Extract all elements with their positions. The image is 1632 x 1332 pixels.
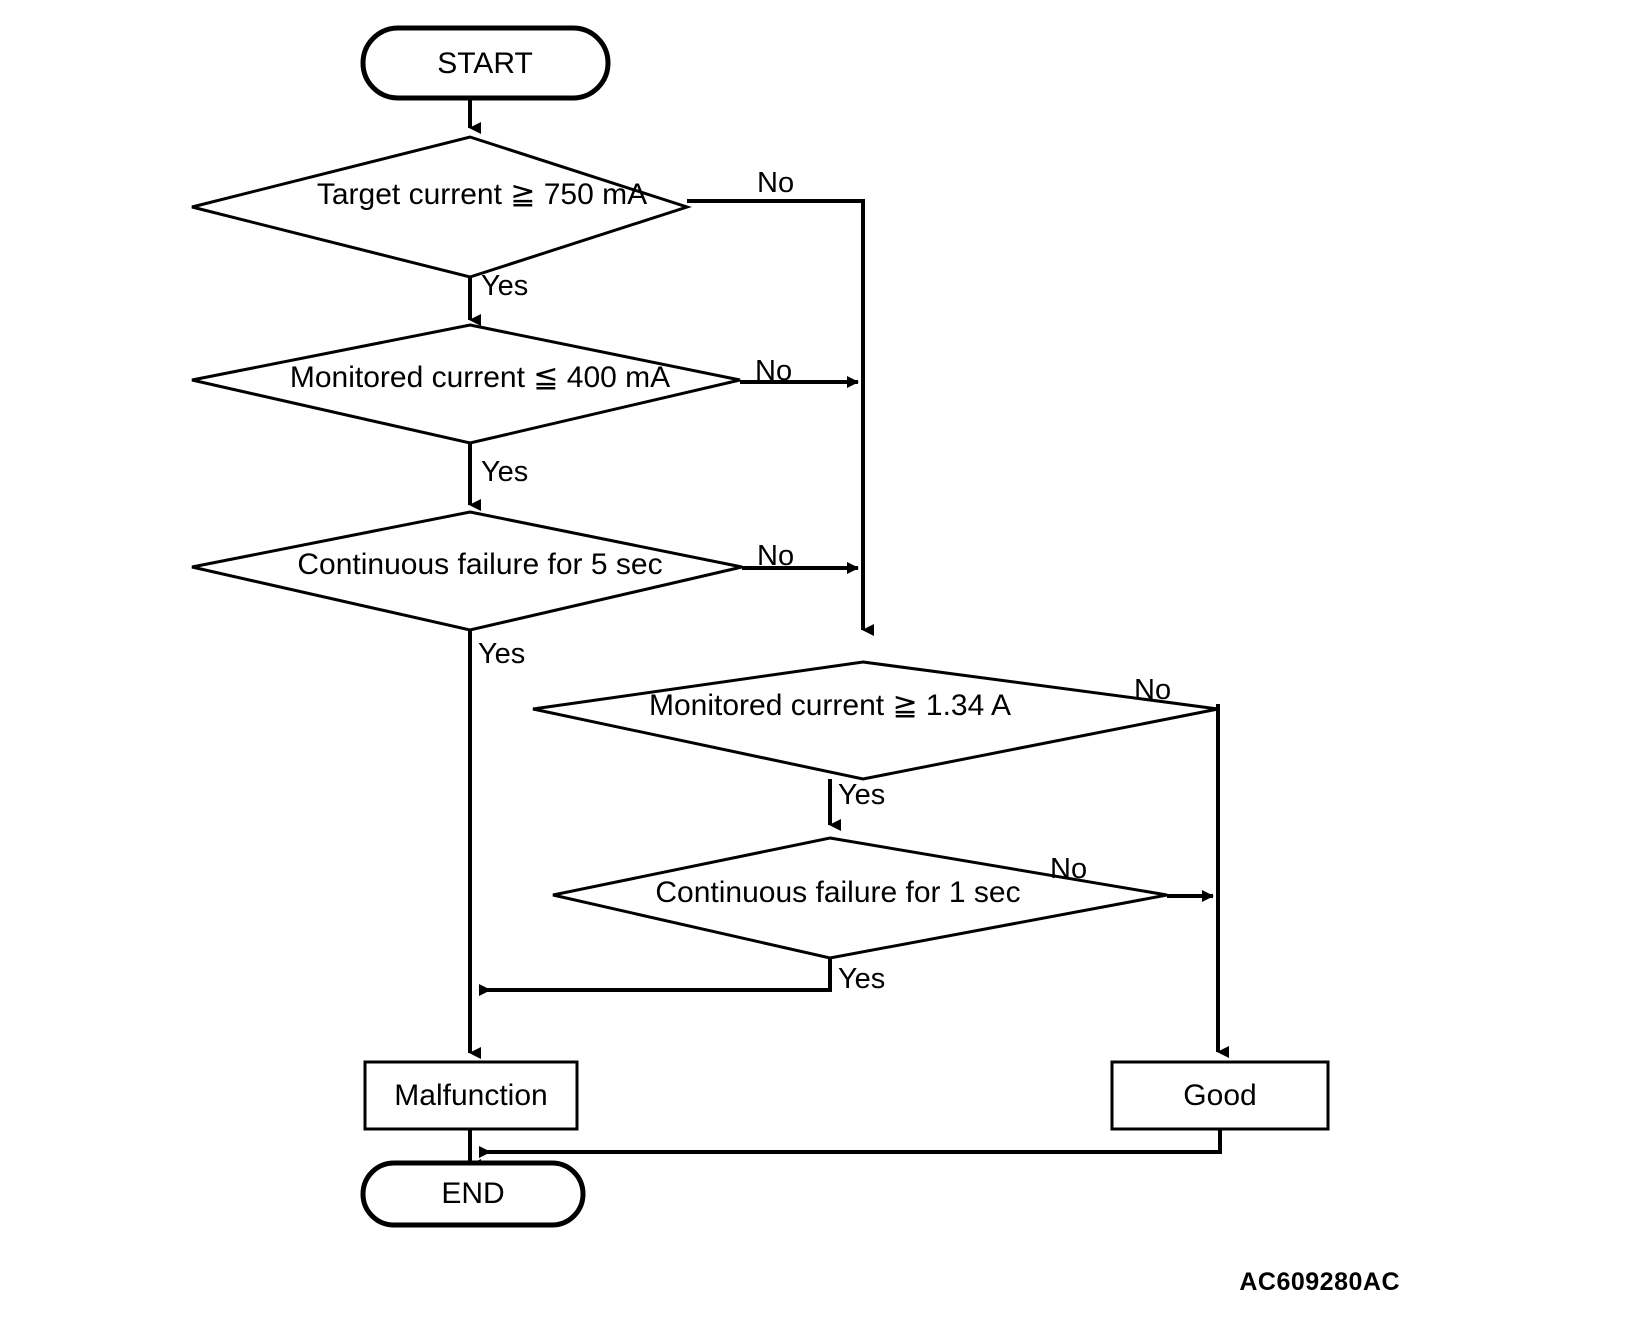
node-decision4[interactable]: Monitored current ≧ 1.34 A (532, 660, 1219, 781)
edge-good-to-end (479, 1129, 1222, 1158)
end-terminator-shape (360, 1160, 586, 1228)
decision4-yes-label: Yes (838, 779, 885, 811)
node-decision2[interactable]: Monitored current ≦ 400 mA (191, 323, 741, 445)
decision2-label: Monitored current ≦ 400 mA (290, 361, 670, 394)
decision4-label: Monitored current ≧ 1.34 A (649, 689, 1011, 722)
decision2-yes-label: Yes (481, 456, 528, 488)
decision3-yes-label: Yes (478, 638, 525, 670)
start-label: START (437, 47, 533, 80)
decision5-yes-label: Yes (838, 963, 885, 995)
malfunction-shape (363, 1060, 579, 1131)
node-decision5[interactable]: Continuous failure for 1 sec (552, 836, 1168, 960)
node-malfunction[interactable]: Malfunction (363, 1060, 579, 1131)
node-start[interactable]: START (360, 25, 611, 101)
good-shape (1110, 1060, 1330, 1131)
node-end[interactable]: END (360, 1160, 586, 1228)
start-terminator-shape (360, 25, 611, 101)
end-label: END (441, 1177, 504, 1210)
decision4-shape (532, 660, 1219, 781)
decision1-label: Target current ≧ 750 mA (317, 178, 647, 211)
node-good[interactable]: Good (1110, 1060, 1330, 1131)
node-decision3[interactable]: Continuous failure for 5 sec (191, 510, 743, 632)
malfunction-label: Malfunction (394, 1079, 547, 1112)
decision4-no-label: No (1134, 674, 1171, 706)
edge-decision5-yes (479, 958, 832, 996)
decision5-label: Continuous failure for 1 sec (655, 876, 1020, 909)
node-decision1[interactable]: Target current ≧ 750 mA (191, 135, 692, 279)
decision1-yes-label: Yes (481, 270, 528, 302)
decision5-no-label: No (1050, 853, 1087, 885)
decision1-no-label: No (757, 167, 794, 199)
decision3-label: Continuous failure for 5 sec (297, 548, 662, 581)
good-label: Good (1183, 1079, 1256, 1112)
edge-decision1-no (687, 199, 874, 636)
figure-code-label: AC609280AC (1239, 1268, 1400, 1296)
